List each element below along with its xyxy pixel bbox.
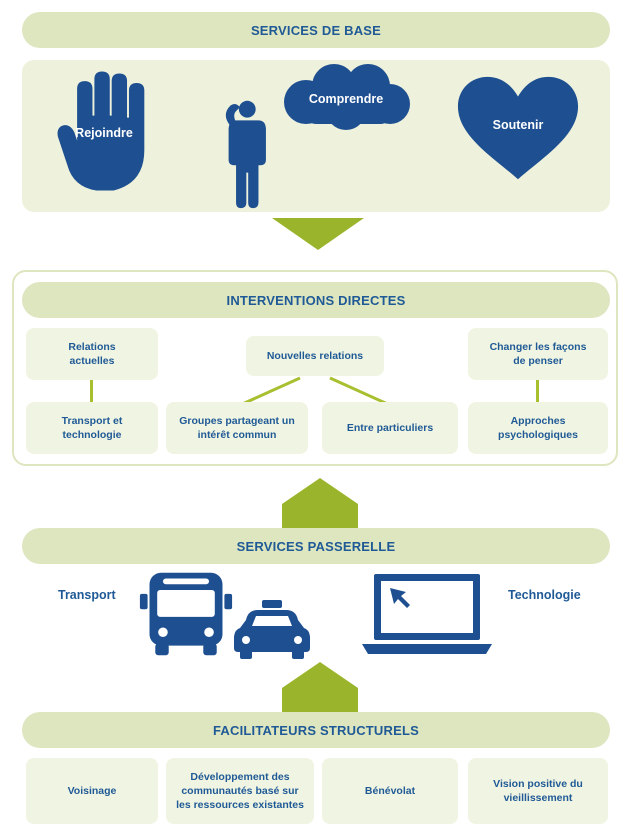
technologie-label: Technologie: [508, 588, 581, 602]
voisinage-label: Voisinage: [67, 784, 117, 797]
approches-psychologiques-label: Approches psychologiques: [498, 414, 578, 441]
services-passerelle-banner: SERVICES PASSERELLE: [22, 528, 610, 564]
up-arrow-2-stem: [282, 688, 358, 712]
services-de-base-panel: Rejoindre Comprendre Soutenir: [22, 60, 610, 212]
interventions-directes-title: INTERVENTIONS DIRECTES: [226, 292, 406, 308]
changer-facons-label: Changer les façons de penser: [489, 340, 587, 367]
vision-positive-box: Vision positive du vieillissement: [468, 758, 608, 824]
connector-relations-transport: [90, 380, 93, 402]
services-passerelle-title: SERVICES PASSERELLE: [236, 538, 396, 554]
entre-particuliers-label: Entre particuliers: [346, 421, 434, 434]
relations-actuelles-label: Relations actuelles: [68, 340, 116, 367]
vision-positive-label: Vision positive du vieillissement: [493, 777, 583, 804]
changer-facons-box: Changer les façons de penser: [468, 328, 608, 380]
facilitateurs-structurels-banner: FACILITATEURS STRUCTURELS: [22, 712, 610, 748]
up-arrow-1-stem: [282, 504, 358, 528]
soutenir-label: Soutenir: [492, 118, 544, 132]
taxi-icon: [234, 600, 310, 659]
hand-icon: [57, 71, 145, 191]
thinking-person-icon: [225, 100, 266, 209]
up-arrow-2-head: [282, 662, 358, 688]
connector-changer-approches: [536, 380, 539, 402]
transport-label: Transport: [58, 588, 116, 602]
groupes-partageant-label: Groupes partageant un intérêt commun: [179, 414, 295, 441]
comprendre-label: Comprendre: [308, 92, 384, 106]
relations-actuelles-box: Relations actuelles: [26, 328, 158, 380]
bus-icon: [139, 572, 233, 656]
nouvelles-relations-box: Nouvelles relations: [246, 336, 384, 376]
developpement-communautes-label: Développement des communautés basé sur l…: [176, 770, 304, 812]
nouvelles-relations-label: Nouvelles relations: [266, 349, 364, 362]
transport-technologie-label: Transport et technologie: [61, 414, 123, 441]
groupes-partageant-box: Groupes partageant un intérêt commun: [166, 402, 308, 454]
rejoindre-label: Rejoindre: [75, 126, 133, 140]
approches-psychologiques-box: Approches psychologiques: [468, 402, 608, 454]
transport-technologie-box: Transport et technologie: [26, 402, 158, 454]
entre-particuliers-box: Entre particuliers: [322, 402, 458, 454]
heart-icon: [457, 76, 579, 180]
interventions-directes-banner: INTERVENTIONS DIRECTES: [22, 282, 610, 318]
voisinage-box: Voisinage: [26, 758, 158, 824]
benevolat-label: Bénévolat: [364, 784, 416, 797]
developpement-communautes-box: Développement des communautés basé sur l…: [166, 758, 314, 824]
services-de-base-title: SERVICES DE BASE: [250, 22, 382, 38]
benevolat-box: Bénévolat: [322, 758, 458, 824]
up-arrow-1-head: [282, 478, 358, 504]
services-de-base-banner: SERVICES DE BASE: [22, 12, 610, 48]
cloud-icon: [284, 64, 410, 130]
laptop-icon: [362, 574, 492, 654]
down-arrow: [272, 218, 364, 250]
facilitateurs-structurels-title: FACILITATEURS STRUCTURELS: [212, 722, 419, 738]
